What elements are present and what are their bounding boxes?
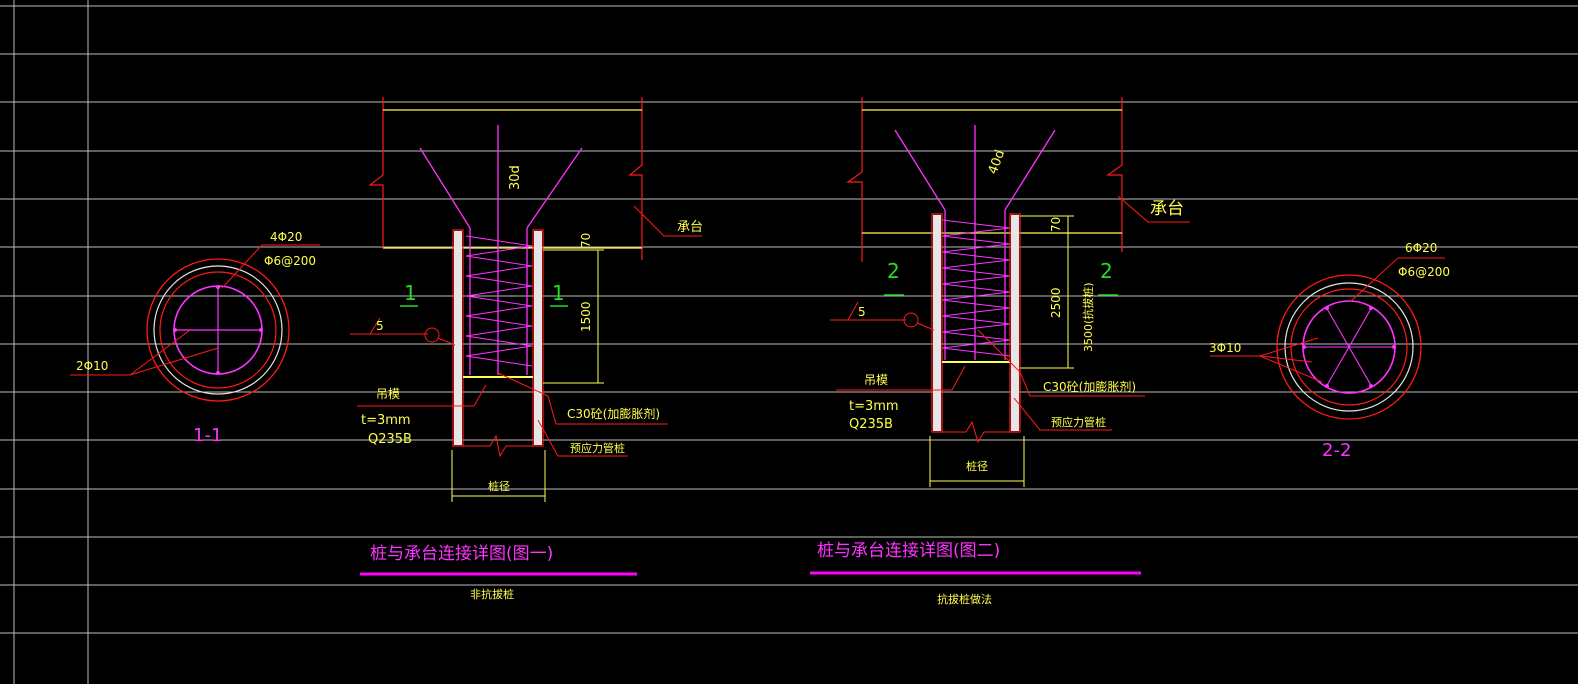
section-2-pile-wall <box>1284 282 1414 412</box>
detail-1-pile-wall-left <box>452 229 464 447</box>
detail-2-concrete-label: C30砼(加膨胀剂) <box>1043 379 1136 394</box>
detail-2-plate-steel: Q235B <box>849 417 893 432</box>
detail-1-pile-label: 预应力管桩 <box>570 441 625 455</box>
detail-2-title: 桩与承台连接详图(图二) <box>817 541 1000 561</box>
detail-2-dim-top: 70 <box>1049 217 1063 232</box>
detail-1-anchor-length: 30d <box>508 165 523 190</box>
detail-2-cap-left-edge <box>846 97 863 262</box>
detail-1-plate-thickness: t=3mm <box>361 413 411 428</box>
detail-2-pile-label: 预应力管桩 <box>1051 415 1106 429</box>
detail-1-section-mark-right: 1 <box>552 281 565 305</box>
detail-2-dim-note: 3500(抗拔桩) <box>1081 282 1095 352</box>
detail-1-dim-length: 1500 <box>579 301 593 332</box>
section-2-inner-wall <box>1290 288 1408 406</box>
section-1-outer-circle <box>146 258 290 402</box>
detail-1-cap-left-edge <box>368 97 384 248</box>
section-2-2: 6Φ20 Φ6@200 3Φ10 2-2 <box>1209 241 1450 461</box>
detail-1-subtitle: 非抗拔桩 <box>470 587 514 601</box>
detail-2-pile-wall-right <box>1009 213 1021 433</box>
section-1-pile-wall <box>153 265 283 395</box>
section-1-stirrup-label: Φ6@200 <box>264 254 316 268</box>
detail-1-section-mark-left: 1 <box>404 281 417 305</box>
detail-2-weld-mark: 5 <box>858 305 866 319</box>
detail-2-anchor-length: 40d <box>986 148 1009 176</box>
section-2-outer-circle <box>1276 274 1422 420</box>
detail-2-diameter-label: 桩径 <box>966 459 988 473</box>
detail-2-spiral-stirrup <box>941 219 1011 357</box>
detail-1-plate-steel: Q235B <box>368 432 412 447</box>
detail-1-diameter-label: 桩径 <box>488 479 510 493</box>
detail-1-concrete-label: C30砼(加膨胀剂) <box>567 406 660 421</box>
section-2-bottom-bars-label: 3Φ10 <box>1209 341 1241 355</box>
detail-1-plate-label: 吊模 <box>376 387 400 401</box>
detail-1-weld-mark: 5 <box>376 319 384 333</box>
section-1-1: 4Φ20 Φ6@200 2Φ10 1-1 <box>70 230 320 446</box>
detail-2-subtitle: 抗拔桩做法 <box>937 592 992 606</box>
detail-1-dim-top: 70 <box>579 233 593 248</box>
section-2-title: 2-2 <box>1322 440 1351 461</box>
detail-1-pile-wall-right <box>532 229 544 447</box>
detail-1: 30d 承台 70 1500 1 1 5 吊模 t=3mm Q235B C30砼… <box>350 97 703 601</box>
detail-1-title: 桩与承台连接详图(图一) <box>370 544 553 564</box>
section-2-stirrup-label: Φ6@200 <box>1398 265 1450 279</box>
section-1-title: 1-1 <box>193 425 222 446</box>
detail-2-section-mark-left: 2 <box>887 259 900 283</box>
section-1-bottom-bars-label: 2Φ10 <box>76 359 108 373</box>
detail-1-spiral-stirrup <box>465 235 533 367</box>
detail-2-plate-thickness: t=3mm <box>849 399 899 414</box>
detail-2-cap-label: 承台 <box>1150 199 1184 219</box>
detail-1-cap-right-edge <box>628 97 643 260</box>
detail-2: 40d 承台 70 2500 3500(抗拔桩) 2 2 5 吊模 t=3mm … <box>810 97 1190 606</box>
detail-2-dim-length: 2500 <box>1049 287 1063 318</box>
detail-2-plate-label: 吊模 <box>864 373 888 387</box>
section-2-main-bars-label: 6Φ20 <box>1405 241 1437 255</box>
detail-2-section-mark-right: 2 <box>1100 259 1113 283</box>
section-1-inner-wall <box>159 271 277 389</box>
detail-1-cap-label: 承台 <box>677 220 703 235</box>
detail-2-pile-wall-left <box>931 213 943 433</box>
section-1-main-bars-label: 4Φ20 <box>270 230 302 244</box>
detail-2-cap-right-edge <box>1106 97 1123 252</box>
